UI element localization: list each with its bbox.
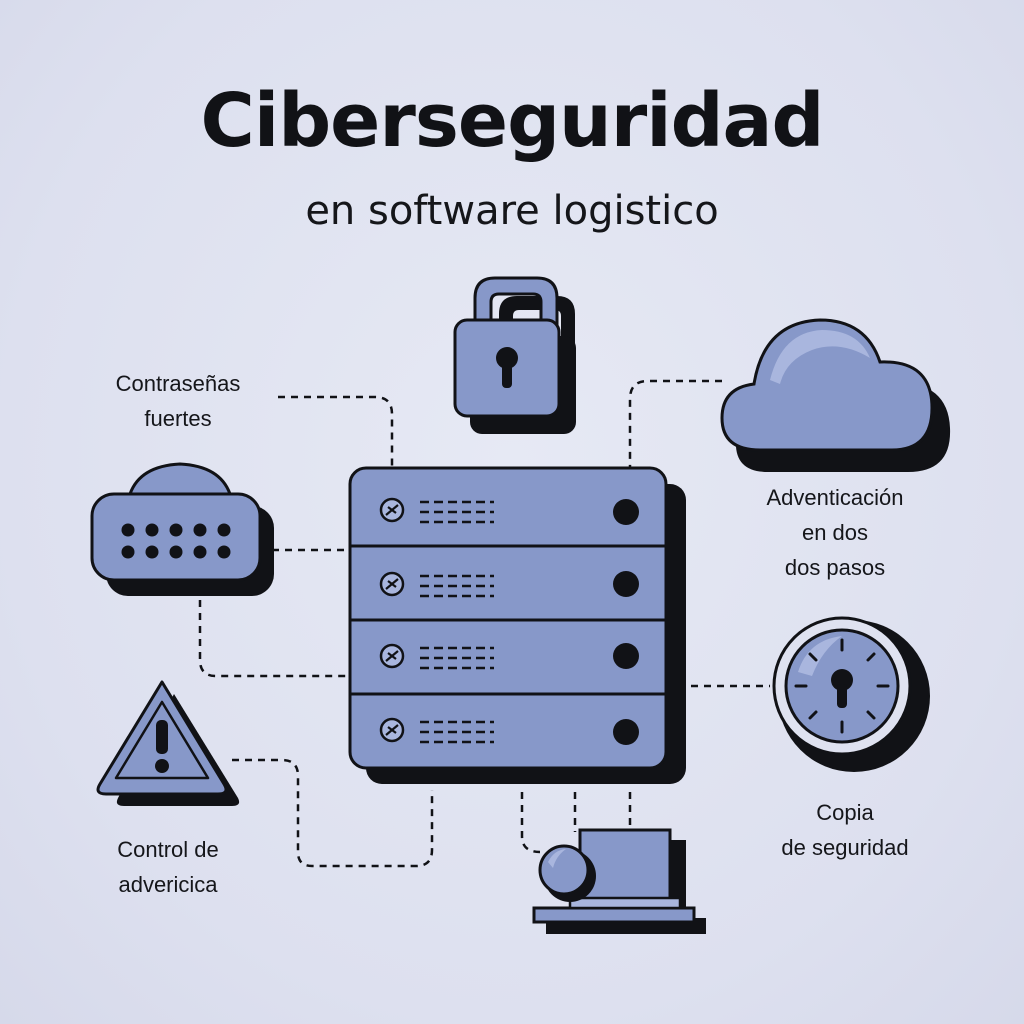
label-two-factor: Adventicación en dos dos pasos: [730, 480, 940, 585]
keypad-icon: [90, 462, 274, 596]
label-two-factor-line-1: Adventicación: [766, 485, 904, 510]
label-two-factor-line-2: en dos: [801, 520, 869, 545]
label-passwords: Contraseñas fuertes: [78, 366, 278, 436]
label-backup-line-2: de seguridad: [781, 835, 909, 860]
connector-cloud: [628, 379, 722, 468]
label-passwords-line-2: fuertes: [144, 406, 212, 431]
cloud-icon: [720, 318, 951, 472]
connector-passwords: [278, 395, 394, 468]
label-control: Control de advericica: [68, 832, 268, 902]
server-unit-4: [379, 717, 639, 745]
warning-triangle-icon: [96, 680, 240, 806]
connector-computer-left: [520, 792, 541, 854]
label-passwords-line-1: Contraseñas: [115, 371, 241, 396]
connector-control: [232, 758, 434, 868]
padlock-icon: [453, 276, 576, 434]
label-control-line-2: advericica: [118, 872, 218, 897]
label-backup-line-1: Copia: [816, 800, 874, 825]
server-unit-2: [379, 571, 639, 598]
connector-keypad-lower: [198, 600, 350, 678]
server-unit-1: [379, 497, 639, 525]
safe-dial-icon: [772, 616, 930, 772]
label-control-line-1: Control de: [117, 837, 219, 862]
diagram-subtitle: en software logistico: [305, 188, 719, 234]
diagram-title: Ciberseguridad: [200, 78, 825, 164]
label-two-factor-line-3: dos pasos: [784, 555, 886, 580]
server-rack-icon: [348, 466, 686, 784]
server-unit-3: [379, 643, 639, 670]
computer-user-icon: [532, 828, 706, 934]
label-backup: Copia de seguridad: [740, 795, 950, 865]
